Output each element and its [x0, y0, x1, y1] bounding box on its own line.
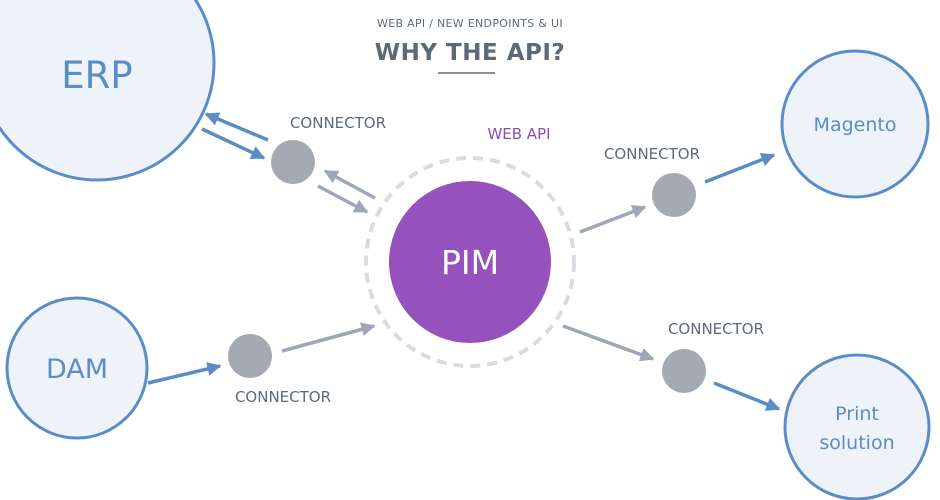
print-solution-node: Print solution — [783, 353, 931, 500]
magento-circle — [780, 49, 930, 199]
connector-erp-label: CONNECTOR — [290, 114, 386, 132]
web-api-ring — [364, 156, 576, 368]
breadcrumb: WEB API / NEW ENDPOINTS & UI — [377, 17, 563, 30]
arrow-connector-to-erp — [204, 112, 269, 142]
arrow-pim-to-erp-connector — [323, 169, 376, 200]
page-title: WHY THE API? — [375, 40, 566, 66]
pim-label: PIM — [441, 243, 499, 282]
arrow-pim-to-print-connector — [562, 324, 655, 362]
connector-dam: CONNECTOR — [228, 334, 331, 406]
connector-print-dot — [662, 349, 706, 393]
print-solution-label-line2: solution — [819, 432, 894, 454]
arrow-pim-to-magento-connector — [579, 204, 647, 234]
print-solution-circle — [783, 353, 931, 500]
connector-dam-dot — [228, 334, 272, 378]
arrow-dam-connector-to-pim — [281, 322, 376, 353]
connector-magento-dot — [652, 173, 696, 217]
connector-print: CONNECTOR — [662, 320, 764, 393]
dam-node: DAM — [5, 296, 149, 440]
connector-magento: CONNECTOR — [604, 145, 700, 217]
arrow-erp-to-connector — [201, 127, 266, 160]
connector-erp: CONNECTOR — [271, 114, 386, 184]
dam-label: DAM — [46, 354, 108, 385]
erp-node: ERP — [0, 0, 216, 182]
magento-node: Magento — [780, 49, 930, 199]
connector-dam-label: CONNECTOR — [235, 388, 331, 406]
connector-magento-label: CONNECTOR — [604, 145, 700, 163]
arrow-erp-connector-to-pim — [317, 184, 369, 214]
pim-node: PIM — [364, 156, 576, 368]
dam-circle — [5, 296, 149, 440]
arrow-dam-to-connector — [147, 362, 222, 385]
web-api-label: WEB API — [487, 125, 550, 143]
connector-print-label: CONNECTOR — [668, 320, 764, 338]
arrow-connector-to-magento — [704, 153, 776, 184]
erp-label: ERP — [61, 54, 132, 97]
print-solution-label-line1: Print — [835, 403, 879, 425]
pim-circle — [389, 181, 551, 343]
arrow-connector-to-print — [713, 381, 781, 411]
erp-circle — [0, 0, 216, 182]
connector-erp-dot — [271, 140, 315, 184]
magento-label: Magento — [814, 114, 897, 136]
